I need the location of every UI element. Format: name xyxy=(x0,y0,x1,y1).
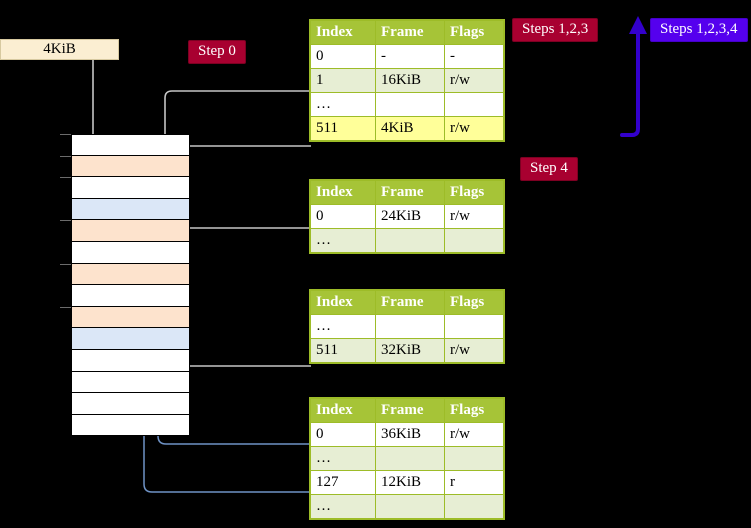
cell-frame xyxy=(375,494,445,519)
cell-frame xyxy=(375,314,445,339)
cell-flags: r xyxy=(444,470,504,495)
memory-frame-row xyxy=(71,350,190,372)
cell-index: … xyxy=(310,92,376,117)
memory-frame-row xyxy=(71,134,190,156)
column-header-flags: Flags xyxy=(444,20,504,45)
column-header-frame: Frame xyxy=(375,20,445,45)
memory-block-4kib: 4KiB xyxy=(0,39,119,60)
memory-frame-row xyxy=(71,371,190,394)
memory-frame-row xyxy=(71,242,190,264)
cell-flags: - xyxy=(444,44,504,69)
table-row: … xyxy=(310,228,504,253)
memory-frame-row xyxy=(71,220,190,242)
memory-frame-row xyxy=(71,198,190,221)
memory-scale-tick xyxy=(60,220,71,222)
table-row: … xyxy=(310,92,504,117)
memory-frame-row xyxy=(71,263,190,286)
wire-pdpt-row0-to-memory xyxy=(170,227,311,262)
cell-flags: r/w xyxy=(444,204,504,229)
column-header-frame: Frame xyxy=(375,398,445,423)
memory-scale-tick xyxy=(60,263,71,265)
column-header-frame: Frame xyxy=(375,290,445,315)
column-header-index: Index xyxy=(310,290,376,315)
column-header-frame: Frame xyxy=(375,180,445,205)
cell-frame xyxy=(375,446,445,471)
memory-frame-row xyxy=(71,306,190,329)
cell-frame xyxy=(375,228,445,253)
cell-frame: 36KiB xyxy=(375,422,445,447)
cell-flags: r/w xyxy=(444,338,504,363)
cell-index: 0 xyxy=(310,422,376,447)
column-header-flags: Flags xyxy=(444,290,504,315)
cell-flags xyxy=(444,314,504,339)
memory-scale-tick xyxy=(60,177,71,179)
cell-index: 127 xyxy=(310,470,376,495)
badge-steps-1-2-3-4: Steps 1,2,3,4 xyxy=(651,19,747,42)
cell-flags: r/w xyxy=(444,116,504,141)
cell-frame: 24KiB xyxy=(375,204,445,229)
cell-index: 511 xyxy=(310,338,376,363)
column-header-index: Index xyxy=(310,20,376,45)
badge-steps-1-2-3: Steps 1,2,3 xyxy=(513,19,598,42)
badge-step-4: Step 4 xyxy=(521,158,577,181)
column-header-index: Index xyxy=(310,180,376,205)
badge-step-0: Step 0 xyxy=(189,41,245,64)
cell-frame: 16KiB xyxy=(375,68,445,93)
column-header-index: Index xyxy=(310,398,376,423)
cell-index: 511 xyxy=(310,116,376,141)
memory-frame-row xyxy=(71,177,190,199)
steps-bracket-arrow xyxy=(620,26,640,137)
cell-frame: - xyxy=(375,44,445,69)
cell-index: 0 xyxy=(310,204,376,229)
memory-frame-row xyxy=(71,285,190,307)
cell-index: … xyxy=(310,314,376,339)
physical-memory-column xyxy=(60,134,190,437)
table-row: 0-- xyxy=(310,44,504,69)
memory-scale-tick xyxy=(60,134,71,135)
column-header-flags: Flags xyxy=(444,398,504,423)
cell-flags xyxy=(444,446,504,471)
cell-frame: 4KiB xyxy=(375,116,445,141)
cell-flags: r/w xyxy=(444,68,504,93)
cell-flags: r/w xyxy=(444,422,504,447)
cell-index: 1 xyxy=(310,68,376,93)
cell-flags xyxy=(444,494,504,519)
column-header-flags: Flags xyxy=(444,180,504,205)
wire-pml4-row511-to-memory xyxy=(177,145,311,155)
table-row: … xyxy=(310,494,504,519)
cell-frame: 12KiB xyxy=(375,470,445,495)
table-row: … xyxy=(310,314,504,339)
table-row: … xyxy=(310,446,504,471)
memory-frame-row xyxy=(71,155,190,178)
memory-scale-tick xyxy=(60,306,71,308)
cell-index: … xyxy=(310,228,376,253)
memory-frame-row xyxy=(71,414,190,437)
memory-block-label: 4KiB xyxy=(43,41,76,57)
cell-frame xyxy=(375,92,445,117)
steps-bracket-arrowhead xyxy=(629,16,647,34)
memory-frame-row xyxy=(71,328,190,350)
cell-flags xyxy=(444,228,504,253)
cell-index: 0 xyxy=(310,44,376,69)
cell-index: … xyxy=(310,494,376,519)
memory-scale-tick xyxy=(60,155,71,157)
cell-frame: 32KiB xyxy=(375,338,445,363)
cell-index: … xyxy=(310,446,376,471)
memory-frame-row xyxy=(71,393,190,415)
cell-flags xyxy=(444,92,504,117)
wire-pd-row511-to-memory xyxy=(177,316,311,367)
